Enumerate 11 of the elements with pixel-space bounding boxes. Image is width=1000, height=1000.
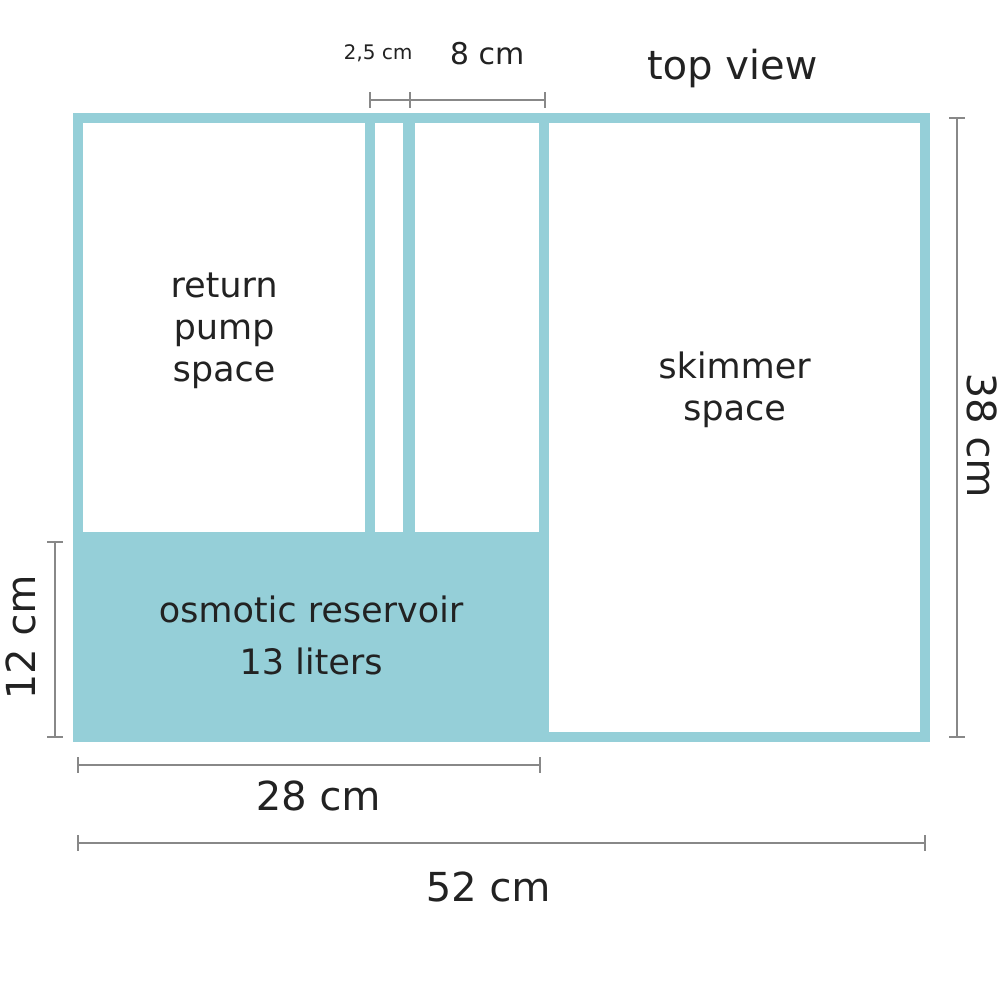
compartment-label: return pump space xyxy=(169,264,279,390)
dimension-label: 8 cm xyxy=(450,40,524,70)
dimension-label: 12 cm xyxy=(2,574,42,700)
dimension-label: 28 cm xyxy=(256,777,380,817)
compartment-label: 13 liters xyxy=(238,642,384,684)
compartment-label: skimmer space xyxy=(657,346,812,430)
view-title: top view xyxy=(647,46,818,86)
dimension-label: 52 cm xyxy=(426,868,550,908)
dimension-label: 2,5 cm xyxy=(344,42,412,62)
dimension-label: 38 cm xyxy=(960,372,1000,498)
compartment-label: osmotic reservoir xyxy=(158,590,464,632)
